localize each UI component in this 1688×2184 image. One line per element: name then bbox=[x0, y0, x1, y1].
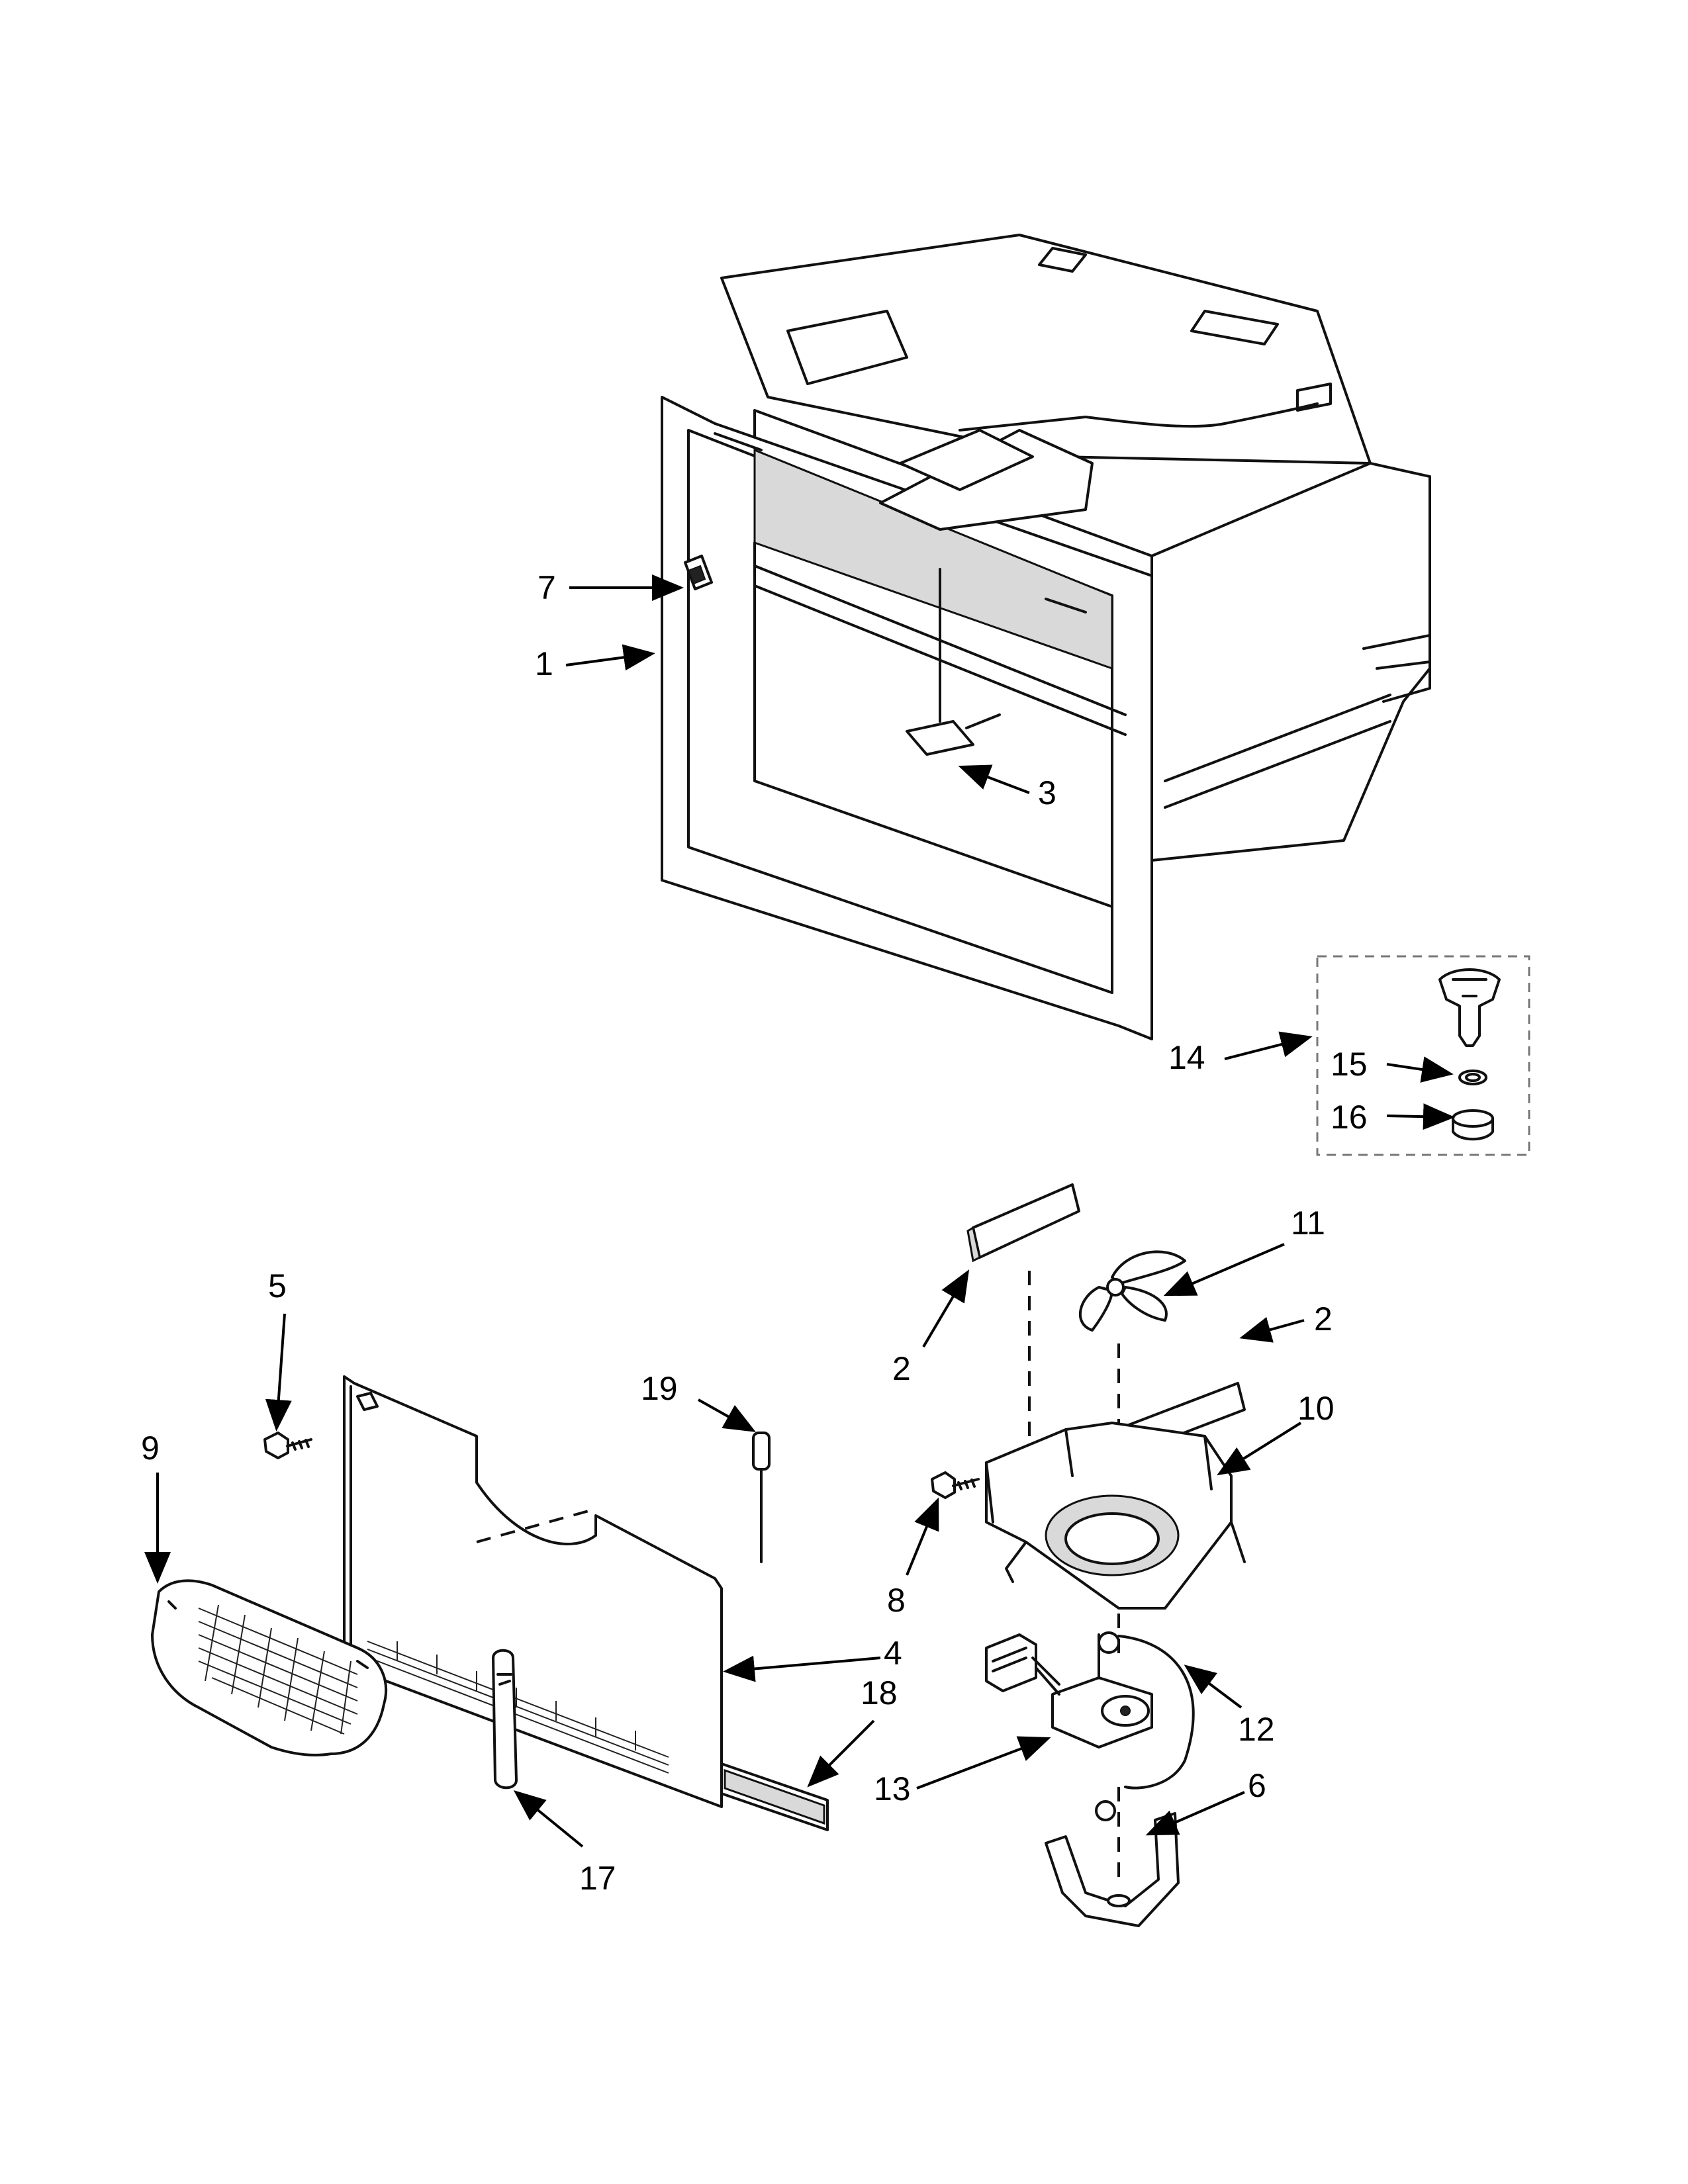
callout-4: 4 bbox=[884, 1635, 902, 1672]
callout-12: 12 bbox=[1238, 1711, 1275, 1748]
clip-17 bbox=[492, 1649, 518, 1790]
callout-16: 16 bbox=[1331, 1099, 1368, 1136]
front-grille bbox=[151, 1579, 388, 1756]
screw-8 bbox=[931, 1471, 980, 1499]
leader-lines bbox=[144, 574, 1455, 1848]
fan-blade bbox=[1079, 1250, 1186, 1332]
callout-13: 13 bbox=[874, 1770, 911, 1807]
callout-2-left: 2 bbox=[892, 1350, 911, 1387]
callout-9: 9 bbox=[141, 1430, 160, 1467]
callout-11: 11 bbox=[1291, 1205, 1325, 1242]
screw-5 bbox=[263, 1432, 312, 1459]
callout-8: 8 bbox=[887, 1582, 906, 1619]
callout-1: 1 bbox=[535, 645, 553, 682]
callout-6: 6 bbox=[1248, 1767, 1266, 1804]
sensor-19 bbox=[752, 1432, 771, 1563]
kit-box bbox=[1316, 955, 1530, 1156]
callout-17: 17 bbox=[579, 1860, 616, 1897]
callout-10: 10 bbox=[1297, 1390, 1335, 1427]
callout-5: 5 bbox=[268, 1267, 287, 1304]
callout-19: 19 bbox=[641, 1370, 678, 1407]
fan-motor bbox=[985, 1631, 1195, 1821]
callout-3: 3 bbox=[1038, 774, 1056, 811]
callout-14: 14 bbox=[1168, 1039, 1205, 1076]
callout-2-right: 2 bbox=[1314, 1300, 1333, 1338]
callout-15: 15 bbox=[1331, 1046, 1368, 1083]
rear-panel bbox=[343, 1375, 723, 1808]
callout-7: 7 bbox=[538, 569, 556, 606]
foam-pad-upper bbox=[972, 1183, 1080, 1259]
freezer-liner-assembly bbox=[661, 234, 1431, 1040]
fan-shroud bbox=[985, 1422, 1246, 1610]
callout-labels: 7 1 3 14 15 16 11 2 2 10 8 12 13 6 4 18 … bbox=[141, 569, 1368, 1897]
callout-18: 18 bbox=[861, 1674, 898, 1711]
